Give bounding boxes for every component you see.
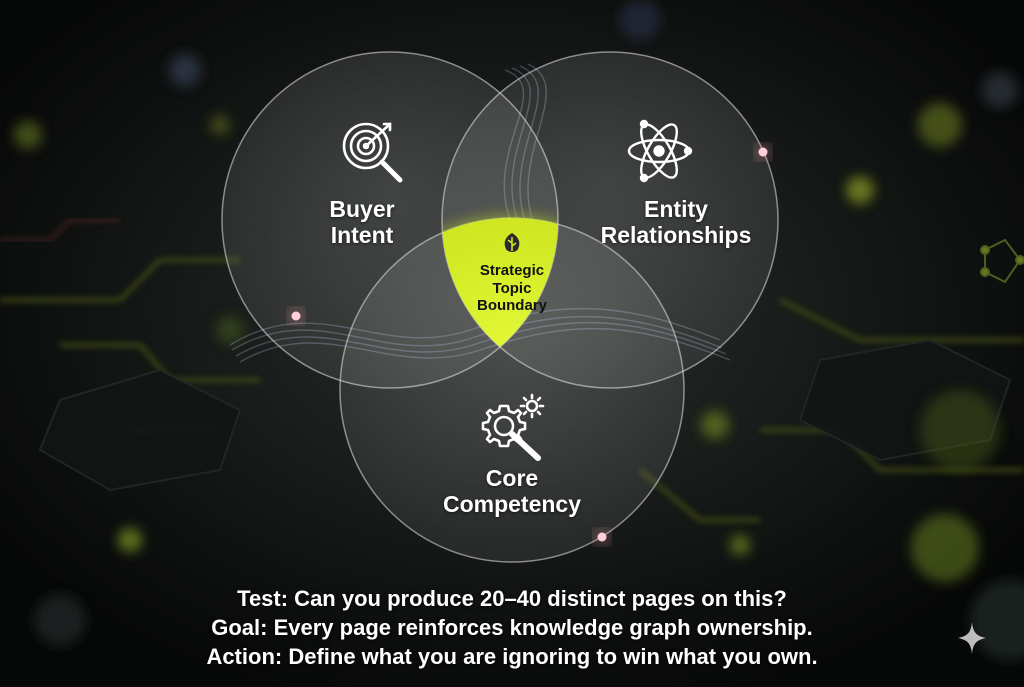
- atom-icon: [627, 119, 693, 183]
- buyer-intent-line-1: Buyer: [329, 196, 395, 222]
- sparkle-icon: [958, 622, 986, 654]
- connector-nodes: [288, 144, 771, 545]
- buyer-intent-line-2: Intent: [330, 221, 394, 248]
- footer-goal-line: Goal: Every page reinforces knowledge gr…: [211, 615, 813, 640]
- target-search-icon: [342, 122, 403, 183]
- strategic-topic-boundary-label: Strategic Topic Boundary: [452, 262, 572, 315]
- core-competency-line-1: Core: [485, 465, 539, 491]
- footer-text: Test: Can you produce 20–40 distinct pag…: [0, 584, 1024, 671]
- center-line-1: Strategic: [479, 262, 545, 279]
- buyer-intent-label: Buyer Intent: [276, 196, 448, 249]
- entity-relationships-line-1: Entity: [644, 196, 708, 222]
- center-line-3: Boundary: [476, 297, 547, 315]
- entity-relationships-label: Entity Relationships: [590, 196, 762, 249]
- entity-relationships-line-2: Relationships: [600, 221, 752, 248]
- core-competency-line-2: Competency: [442, 490, 582, 517]
- leaf-icon: [504, 233, 520, 252]
- footer-test-line: Test: Can you produce 20–40 distinct pag…: [237, 586, 787, 611]
- core-competency-label: Core Competency: [418, 465, 606, 518]
- center-line-2: Topic: [492, 279, 532, 297]
- gear-wrench-icon: [481, 393, 545, 461]
- footer-action-line: Action: Define what you are ignoring to …: [206, 644, 818, 669]
